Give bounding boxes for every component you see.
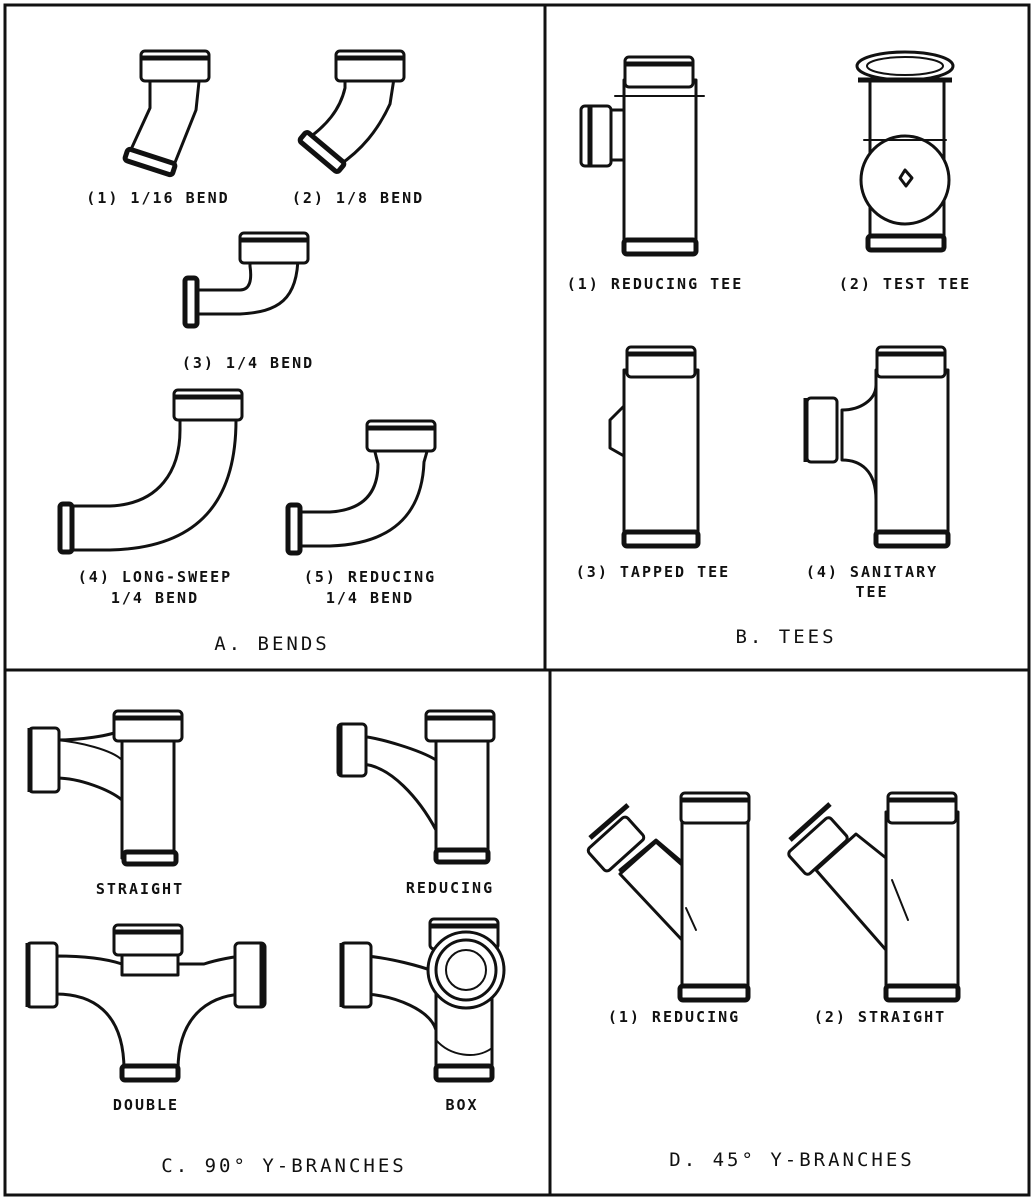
outer-frame: [3, 3, 1031, 1197]
reducing-tee-drawing: [579, 57, 705, 257]
y45-title: D. 45° Y-BRANCHES: [669, 1149, 914, 1171]
y90-title: C. 90° Y-BRANCHES: [161, 1155, 406, 1177]
reducing-bend-label-2: 1/4 BEND: [326, 589, 414, 607]
y90-box-drawing: [339, 919, 506, 1083]
y90-reducing-drawing: [336, 711, 494, 865]
y90-straight-label: STRAIGHT: [96, 880, 184, 898]
y45-reducing-drawing: [586, 793, 749, 1003]
sixteenth-bend-label: (1) 1/16 BEND: [86, 189, 229, 207]
bends-title: A. BENDS: [214, 633, 330, 655]
y45-straight-label: (2) STRAIGHT: [814, 1008, 946, 1026]
tees-title: B. TEES: [735, 626, 836, 648]
y45-straight-drawing: [787, 793, 961, 1003]
long-sweep-bend-drawing: [60, 390, 242, 552]
y90-double-drawing: [25, 925, 267, 1083]
panel-tees: (1) REDUCING TEE (2) TEST TEE (3) TAPPED…: [567, 50, 971, 648]
tapped-tee-label: (3) TAPPED TEE: [576, 563, 730, 581]
panel-y90: STRAIGHT REDUCING DOUBLE: [25, 711, 506, 1177]
sixteenth-bend-drawing: [122, 51, 209, 178]
test-tee-drawing: [855, 50, 955, 253]
y90-double-label: DOUBLE: [113, 1096, 179, 1114]
sanitary-tee-label-2: TEE: [855, 583, 888, 601]
y90-box-label: BOX: [445, 1096, 478, 1114]
tapped-tee-drawing: [608, 347, 701, 549]
reducing-bend-label-1: (5) REDUCING: [304, 568, 436, 586]
long-sweep-label-2: 1/4 BEND: [111, 589, 199, 607]
reducing-tee-label: (1) REDUCING TEE: [567, 275, 744, 293]
y90-straight-drawing: [27, 711, 182, 867]
y45-reducing-label: (1) REDUCING: [608, 1008, 740, 1026]
sanitary-tee-drawing: [803, 347, 951, 549]
eighth-bend-drawing: [297, 51, 404, 174]
quarter-bend-label: (3) 1/4 BEND: [182, 354, 314, 372]
panel-y45: (1) REDUCING (2) STRAIGHT D. 45° Y-BRANC…: [586, 793, 961, 1171]
test-tee-label: (2) TEST TEE: [839, 275, 971, 293]
long-sweep-label-1: (4) LONG-SWEEP: [78, 568, 232, 586]
sanitary-tee-label-1: (4) SANITARY: [806, 563, 938, 581]
eighth-bend-label: (2) 1/8 BEND: [292, 189, 424, 207]
reducing-bend-drawing: [288, 421, 435, 553]
quarter-bend-drawing: [185, 233, 308, 326]
y90-reducing-label: REDUCING: [406, 879, 494, 897]
panel-bends: (1) 1/16 BEND (2) 1/8 BEND (3) 1/4 BEND …: [60, 51, 436, 655]
